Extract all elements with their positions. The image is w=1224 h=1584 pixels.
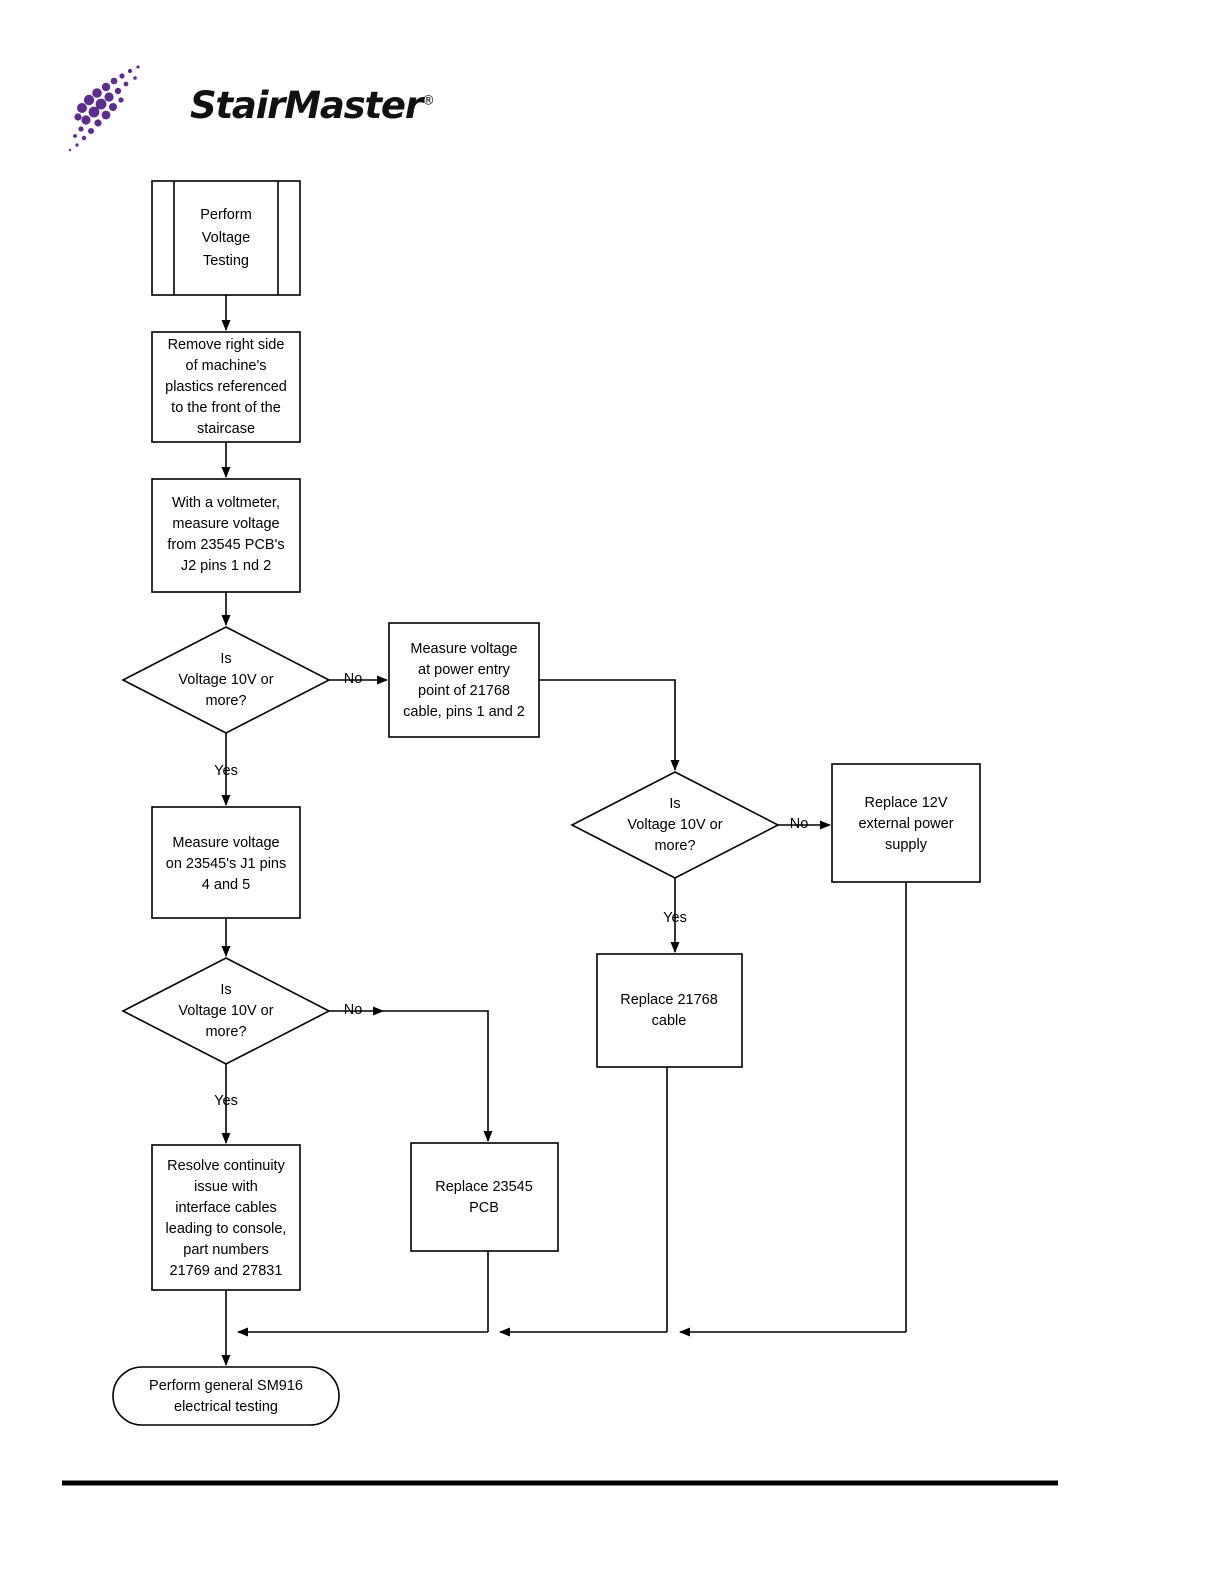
connector-n4-d2 — [539, 679, 680, 771]
node-line: cable, pins 1 and 2 — [403, 704, 525, 720]
node-line: Is — [220, 651, 231, 667]
connector-d3-n9-no — [383, 1010, 493, 1142]
node-line: staircase — [197, 421, 255, 437]
node-line: Perform general SM916 — [149, 1378, 303, 1394]
node-line: more? — [654, 838, 695, 854]
node-remove-right-side[interactable]: Remove right side of machine's plastics … — [151, 331, 301, 443]
node-line: Is — [669, 796, 680, 812]
node-line: Perform — [200, 207, 252, 223]
node-line: more? — [205, 1024, 246, 1040]
node-replace-23545-pcb[interactable]: Replace 23545 PCB — [410, 1142, 559, 1252]
edge-label-yes-1: Yes — [214, 763, 238, 779]
node-line: 21769 and 27831 — [170, 1263, 283, 1279]
node-line: Resolve continuity — [167, 1158, 285, 1174]
edge-label-no-3: No — [344, 1002, 363, 1018]
node-line: measure voltage — [172, 516, 279, 532]
node-measure-j1-pins[interactable]: Measure voltage on 23545's J1 pins 4 and… — [151, 806, 301, 919]
decision-voltage-10v-j2[interactable]: Is Voltage 10V or more? — [121, 626, 331, 734]
node-line: Measure voltage — [410, 641, 517, 657]
edge-label-yes-3: Yes — [214, 1093, 238, 1109]
edge-label-yes-2: Yes — [663, 910, 687, 926]
node-line: part numbers — [183, 1242, 268, 1258]
node-replace-21768-cable[interactable]: Replace 21768 cable — [596, 953, 743, 1068]
node-line: Voltage 10V or — [627, 817, 722, 833]
registered-mark: ® — [421, 93, 435, 109]
node-line: Voltage — [202, 230, 250, 246]
node-replace-12v-power-supply[interactable]: Replace 12V external power supply — [831, 763, 981, 883]
decision-voltage-10v-power-entry[interactable]: Is Voltage 10V or more? — [570, 771, 780, 879]
node-line: on 23545's J1 pins — [166, 856, 286, 872]
node-line: interface cables — [175, 1200, 277, 1216]
node-line: supply — [885, 837, 928, 853]
connector-layer — [221, 295, 907, 1366]
node-line: PCB — [469, 1200, 499, 1216]
node-line: more? — [205, 693, 246, 709]
node-line: Replace 21768 — [620, 992, 718, 1008]
node-measure-power-entry[interactable]: Measure voltage at power entry point of … — [388, 622, 540, 738]
node-line: Voltage 10V or — [178, 1003, 273, 1019]
node-line: Remove right side — [168, 337, 285, 353]
node-line: With a voltmeter, — [172, 495, 280, 511]
brand-name: StairMaster — [190, 84, 423, 127]
node-line: plastics referenced — [165, 379, 287, 395]
brand-logo: StairMaster® — [68, 62, 435, 157]
node-line: point of 21768 — [418, 683, 510, 699]
decision-voltage-10v-j1[interactable]: Is Voltage 10V or more? — [121, 957, 331, 1065]
node-line: Measure voltage — [172, 835, 279, 851]
node-line: to the front of the — [171, 400, 281, 416]
node-line: 4 and 5 — [202, 877, 250, 893]
stairmaster-dots-icon — [68, 65, 140, 152]
node-line: Testing — [203, 253, 249, 269]
node-line: external power — [858, 816, 953, 832]
node-line: J2 pins 1 nd 2 — [181, 558, 271, 574]
edge-label-no-2: No — [790, 816, 809, 832]
node-line: Replace 12V — [864, 795, 947, 811]
node-line: electrical testing — [174, 1399, 278, 1415]
node-line: from 23545 PCB's — [167, 537, 284, 553]
node-line: leading to console, — [166, 1221, 287, 1237]
node-line: issue with — [194, 1179, 258, 1195]
node-line: Replace 23545 — [435, 1179, 533, 1195]
node-line: at power entry — [418, 662, 511, 678]
node-with-a-voltmeter[interactable]: With a voltmeter, measure voltage from 2… — [151, 478, 301, 593]
node-resolve-continuity[interactable]: Resolve continuity issue with interface … — [151, 1144, 301, 1291]
node-line: Voltage 10V or — [178, 672, 273, 688]
brand-wordmark: StairMaster® — [190, 84, 435, 127]
node-perform-general-sm916-testing[interactable]: Perform general SM916 electrical testing — [112, 1366, 340, 1426]
node-line: Is — [220, 982, 231, 998]
node-line: cable — [652, 1013, 687, 1029]
node-perform-voltage-testing[interactable]: Perform Voltage Testing — [151, 180, 301, 296]
edge-label-no-1: No — [344, 671, 363, 687]
node-line: of machine's — [186, 358, 267, 374]
